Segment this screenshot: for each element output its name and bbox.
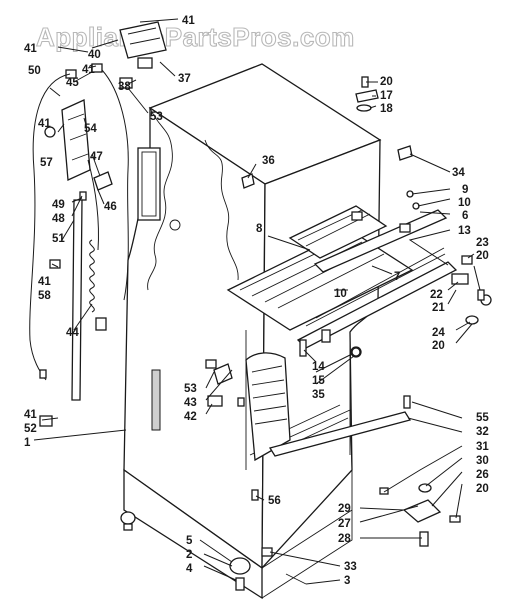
label-6: 6	[462, 210, 468, 222]
label-58: 58	[38, 290, 51, 302]
label-22: 22	[430, 289, 443, 301]
label-56: 56	[268, 495, 281, 507]
label-2: 2	[186, 549, 192, 561]
watermark: AppliancePartsPros.com	[36, 22, 355, 52]
label-41: 41	[182, 15, 195, 27]
label-32: 32	[476, 426, 489, 438]
label-55: 55	[476, 412, 489, 424]
label-48: 48	[52, 213, 65, 225]
label-4: 4	[186, 563, 193, 575]
lower-right-hardware	[120, 395, 461, 591]
label-50: 50	[28, 65, 41, 77]
label-18: 18	[380, 103, 393, 115]
label-41: 41	[24, 43, 37, 55]
label-33: 33	[344, 561, 357, 573]
label-9: 9	[462, 184, 468, 196]
label-13: 13	[458, 225, 471, 237]
label-41: 41	[38, 118, 51, 130]
label-27: 27	[338, 518, 351, 530]
label-43: 43	[184, 397, 197, 409]
label-57: 57	[40, 157, 53, 169]
label-17: 17	[380, 90, 393, 102]
label-5: 5	[186, 535, 193, 547]
label-38: 38	[118, 81, 131, 93]
label-46: 46	[104, 201, 117, 213]
label-37: 37	[178, 73, 191, 85]
label-36: 36	[262, 155, 275, 167]
right-hardware	[355, 76, 492, 325]
label-44: 44	[66, 327, 79, 339]
label-49: 49	[52, 199, 65, 211]
label-52: 52	[24, 423, 37, 435]
label-41: 41	[82, 64, 95, 76]
label-28: 28	[338, 533, 351, 545]
label-20: 20	[432, 340, 445, 352]
label-10: 10	[458, 197, 471, 209]
label-20: 20	[380, 76, 393, 88]
label-34: 34	[452, 167, 465, 179]
label-15: 15	[312, 375, 325, 387]
label-41: 41	[38, 276, 51, 288]
label-30: 30	[476, 455, 489, 467]
label-54: 54	[84, 123, 97, 135]
label-35: 35	[312, 389, 325, 401]
label-23: 23	[476, 237, 489, 249]
label-8: 8	[256, 223, 263, 235]
label-7: 7	[394, 271, 400, 283]
label-24: 24	[432, 327, 445, 339]
label-53: 53	[184, 383, 197, 395]
label-1: 1	[24, 437, 31, 449]
label-3: 3	[344, 575, 350, 587]
label-40: 40	[88, 49, 101, 61]
part-labels: 41 41 40 50 41 45 38 37 41 54 53 57 47 4…	[24, 15, 489, 587]
label-20: 20	[476, 250, 489, 262]
leader-lines	[33, 18, 481, 585]
interior-controls	[205, 173, 361, 407]
label-14: 14	[312, 361, 325, 373]
label-10b: 10	[334, 288, 347, 300]
left-wiring	[29, 21, 167, 427]
label-45: 45	[66, 77, 79, 89]
cabinet	[123, 63, 414, 600]
label-20: 20	[476, 483, 489, 495]
label-51: 51	[52, 233, 65, 245]
label-26: 26	[476, 469, 489, 481]
label-31: 31	[476, 441, 489, 453]
label-21: 21	[432, 302, 445, 314]
label-42: 42	[184, 411, 197, 423]
label-29: 29	[338, 503, 351, 515]
label-41: 41	[24, 409, 37, 421]
label-53: 53	[150, 111, 163, 123]
label-47: 47	[90, 151, 103, 163]
